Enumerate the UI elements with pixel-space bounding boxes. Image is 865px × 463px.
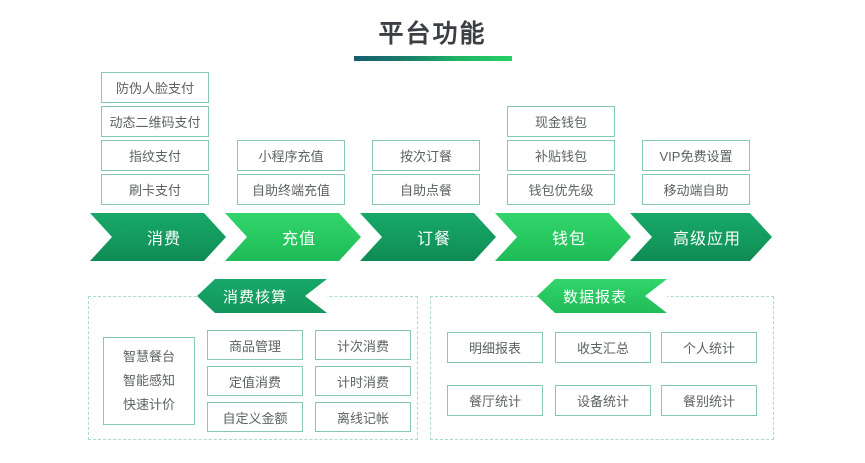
banner-notch-icon <box>645 279 667 313</box>
step-chevron-advanced[interactable]: 高级应用 <box>630 213 772 261</box>
feature-box[interactable]: 防伪人脸支付 <box>101 72 209 103</box>
panel-banner-consumption-accounting[interactable]: 消费核算 <box>197 279 327 313</box>
feature-box[interactable]: 餐别统计 <box>661 385 757 416</box>
feature-box[interactable]: 个人统计 <box>661 332 757 363</box>
feature-box[interactable]: 离线记帐 <box>315 402 411 432</box>
feature-box[interactable]: 商品管理 <box>207 330 303 360</box>
feature-box[interactable]: 移动端自助 <box>642 174 750 205</box>
step-label: 订餐 <box>416 231 451 248</box>
feature-box[interactable]: 计时消费 <box>315 366 411 396</box>
feature-box[interactable]: 收支汇总 <box>555 332 651 363</box>
title-underline-bar <box>353 56 512 61</box>
process-steps: 消费 充值 订餐 钱包 高级应用 <box>0 213 865 261</box>
multi-line-item: 智慧餐台 <box>122 349 175 364</box>
feature-box[interactable]: 指纹支付 <box>101 140 209 171</box>
feature-box[interactable]: 刷卡支付 <box>101 174 209 205</box>
step-label: 钱包 <box>551 231 586 248</box>
step-label: 消费 <box>146 231 181 248</box>
step-chevron-order[interactable]: 订餐 <box>360 213 496 261</box>
feature-box[interactable]: 钱包优先级 <box>507 174 615 205</box>
feature-box[interactable]: 自助终端充值 <box>237 174 345 205</box>
panel-banner-label: 消费核算 <box>222 288 287 306</box>
feature-box[interactable]: 自定义金额 <box>207 402 303 432</box>
feature-box[interactable]: VIP免费设置 <box>642 140 750 171</box>
feature-box[interactable]: 按次订餐 <box>372 140 480 171</box>
step-label: 高级应用 <box>672 231 741 248</box>
panel-data-reports <box>430 296 774 440</box>
feature-box[interactable]: 计次消费 <box>315 330 411 360</box>
multi-line-feature-box[interactable]: 智慧餐台 智能感知 快速计价 <box>103 337 195 425</box>
feature-box[interactable]: 现金钱包 <box>507 106 615 137</box>
step-label: 充值 <box>281 231 316 248</box>
page-header: 平台功能 <box>0 18 865 61</box>
multi-line-item: 智能感知 <box>122 373 175 388</box>
feature-box[interactable]: 明细报表 <box>447 332 543 363</box>
feature-box[interactable]: 自助点餐 <box>372 174 480 205</box>
panel-banner-data-reports[interactable]: 数据报表 <box>537 279 667 313</box>
step-chevron-consume[interactable]: 消费 <box>90 213 226 261</box>
step-chevron-wallet[interactable]: 钱包 <box>495 213 631 261</box>
feature-box[interactable]: 定值消费 <box>207 366 303 396</box>
multi-line-item: 快速计价 <box>122 397 175 412</box>
step-chevron-recharge[interactable]: 充值 <box>225 213 361 261</box>
feature-box[interactable]: 小程序充值 <box>237 140 345 171</box>
page-title: 平台功能 <box>378 20 487 48</box>
feature-box[interactable]: 设备统计 <box>555 385 651 416</box>
banner-notch-icon <box>305 279 327 313</box>
panel-banner-label: 数据报表 <box>562 288 627 306</box>
feature-box[interactable]: 补贴钱包 <box>507 140 615 171</box>
feature-box[interactable]: 餐厅统计 <box>447 385 543 416</box>
feature-box[interactable]: 动态二维码支付 <box>101 106 209 137</box>
